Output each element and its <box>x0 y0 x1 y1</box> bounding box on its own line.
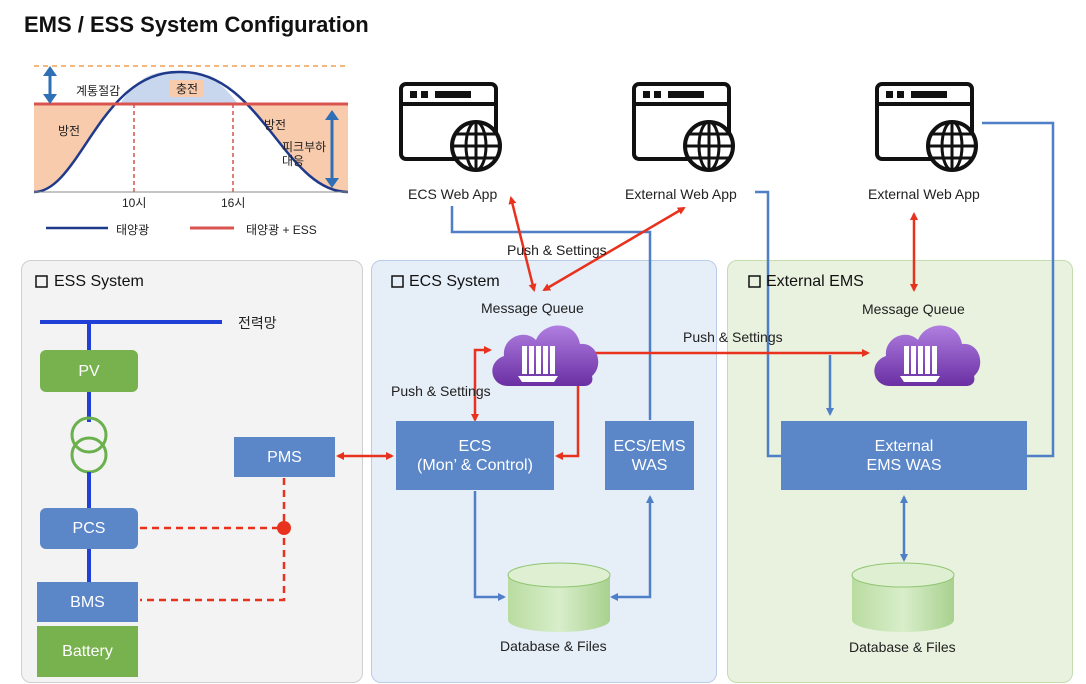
chart-tick-16: 16시 <box>221 196 246 210</box>
red-arrows <box>336 196 918 460</box>
solar-curve <box>33 70 349 194</box>
message-queue-icon-external <box>874 325 981 386</box>
external-web-app-label-right: External Web App <box>868 186 980 202</box>
ess-lines <box>40 320 291 602</box>
chart-label-charge: 충전 <box>170 80 205 97</box>
grid-label: 전력망 <box>238 315 277 331</box>
chart-label-peak-cut: 계통절감 <box>76 84 121 98</box>
pv-box: PV <box>40 350 138 392</box>
page-title: EMS / ESS System Configuration <box>24 12 369 37</box>
external-ems-title: External EMS <box>766 273 864 290</box>
browser-globe-icon-external-right <box>875 82 978 172</box>
external-ems-was-box: External EMS WAS <box>781 421 1027 490</box>
external-message-queue-label: Message Queue <box>862 301 965 317</box>
push-settings-label-right: Push & Settings <box>683 329 783 345</box>
push-settings-label-left: Push & Settings <box>391 383 491 399</box>
database-icon-ecs <box>507 562 611 632</box>
ecs-web-app-label: ECS Web App <box>408 186 498 202</box>
external-database-label: Database & Files <box>849 639 956 655</box>
database-icon-external <box>851 562 955 632</box>
ecs-ems-was-box: ECS/EMS WAS <box>605 421 694 490</box>
checkbox-icon <box>391 275 404 288</box>
battery-box: Battery <box>37 626 138 677</box>
solar-curve-fill-clip <box>34 71 348 192</box>
ecs-database-label: Database & Files <box>500 638 607 654</box>
bms-box: BMS <box>37 582 138 622</box>
checkbox-icon <box>748 275 761 288</box>
chart-label-discharge-right: 방전 <box>264 118 287 132</box>
pms-box: PMS <box>234 437 335 477</box>
ecs-box: ECS (Mon’ & Control) <box>396 421 554 490</box>
chart-legend-solar-ess: 태양광 + ESS <box>246 223 317 237</box>
push-settings-label-top: Push & Settings <box>507 242 607 258</box>
chart-label-discharge-left: 방전 <box>58 124 81 138</box>
external-web-app-label-center: External Web App <box>625 186 737 202</box>
message-queue-icon-ecs <box>492 325 599 386</box>
chart-tick-10: 10시 <box>122 196 147 210</box>
chart-label-peak-response: 피크부하 대응 <box>282 140 327 168</box>
ecs-message-queue-label: Message Queue <box>481 300 584 316</box>
ess-system-title: ESS System <box>54 273 144 290</box>
ecs-system-title: ECS System <box>409 273 500 290</box>
browser-globe-icon-external-center <box>632 82 735 172</box>
chart-legend-solar: 태양광 <box>116 223 150 237</box>
checkbox-icon <box>35 275 48 288</box>
pcs-box: PCS <box>40 508 138 549</box>
browser-globe-icon-ecs <box>399 82 502 172</box>
